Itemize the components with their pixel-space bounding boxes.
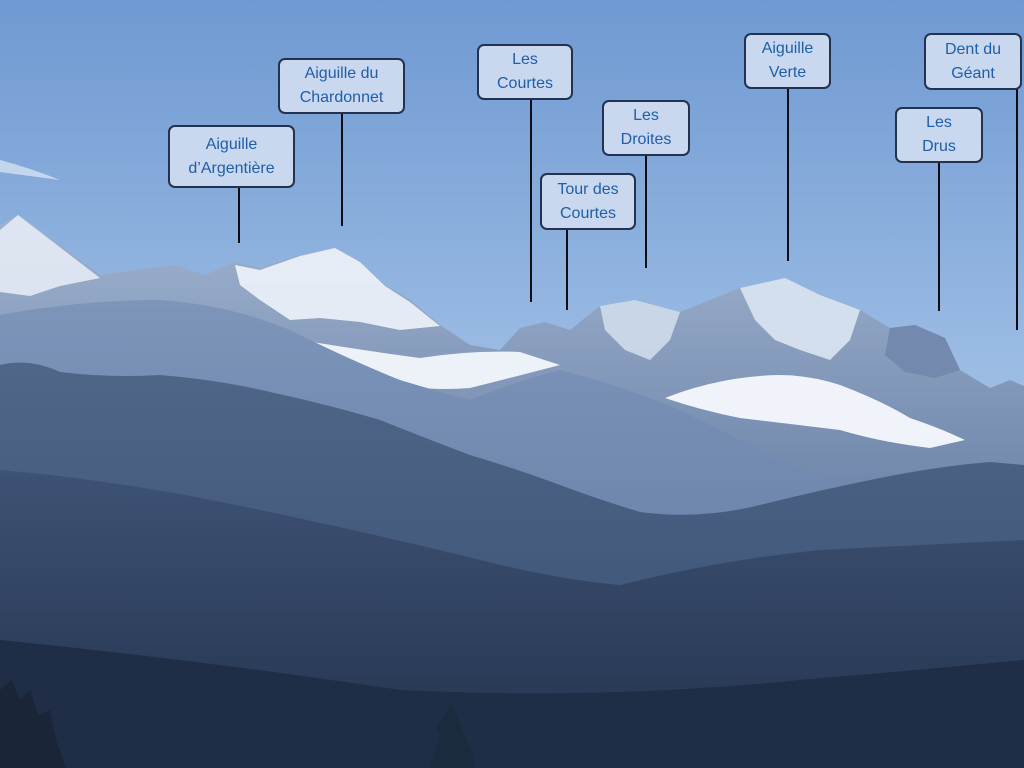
leader-line-les-droites <box>645 155 647 268</box>
tree-left <box>0 680 66 768</box>
peak-label-les-courtes: Les Courtes <box>477 44 573 100</box>
peak-label-line2: Géant <box>951 64 995 82</box>
peak-label-aiguille-chardonnet: Aiguille du Chardonnet <box>278 58 405 114</box>
peak-label-line1: Les <box>926 114 952 131</box>
valley-floor <box>0 640 1024 768</box>
rock-drus <box>885 325 960 378</box>
snow-chardonnet <box>235 248 440 330</box>
peak-label-line1: Aiguille <box>205 135 258 153</box>
peak-label-line2: Chardonnet <box>299 89 384 106</box>
snow-droites <box>600 300 680 360</box>
snow-glacier <box>300 340 560 389</box>
peak-label-line2: Courtes <box>496 75 554 92</box>
peak-label-aiguille-verte: Aiguille Verte <box>744 33 831 89</box>
peak-label-line2: Drus <box>922 138 956 155</box>
peak-label-line1: Dent du <box>944 40 1002 58</box>
peak-label-les-droites: Les Droites <box>602 100 690 156</box>
snow-left-peak <box>0 215 100 296</box>
leader-line-les-courtes <box>530 99 532 302</box>
peak-label-line2: Courtes <box>559 204 617 222</box>
leader-line-les-drus <box>938 162 940 311</box>
peak-label-line2: d’Argentière <box>188 159 275 177</box>
leader-line-aiguille-argentiere <box>238 187 240 243</box>
peak-label-line2: Droites <box>620 131 672 148</box>
leader-line-aiguille-verte <box>787 88 789 261</box>
cloud-wisp <box>0 160 60 180</box>
peak-label-aiguille-argentiere: Aiguille d’Argentière <box>168 125 295 188</box>
leader-line-tour-des-courtes <box>566 229 568 310</box>
peak-label-line2: Verte <box>768 64 807 81</box>
peak-label-line1: Les <box>633 107 659 124</box>
leader-line-dent-du-geant <box>1016 89 1018 330</box>
peak-label-tour-des-courtes: Tour des Courtes <box>540 173 636 230</box>
leader-line-aiguille-chardonnet <box>341 113 343 226</box>
peak-label-dent-du-geant: Dent du Géant <box>924 33 1022 90</box>
peak-label-line1: Tour des <box>557 180 619 198</box>
tree-center <box>430 705 476 768</box>
peak-label-les-drus: Les Drus <box>895 107 983 163</box>
peak-label-line1: Les <box>512 51 538 68</box>
peak-label-line1: Aiguille <box>761 40 814 57</box>
peak-label-line1: Aiguille du <box>304 65 379 82</box>
snow-verte-face <box>740 278 860 360</box>
snow-verte <box>665 375 965 448</box>
